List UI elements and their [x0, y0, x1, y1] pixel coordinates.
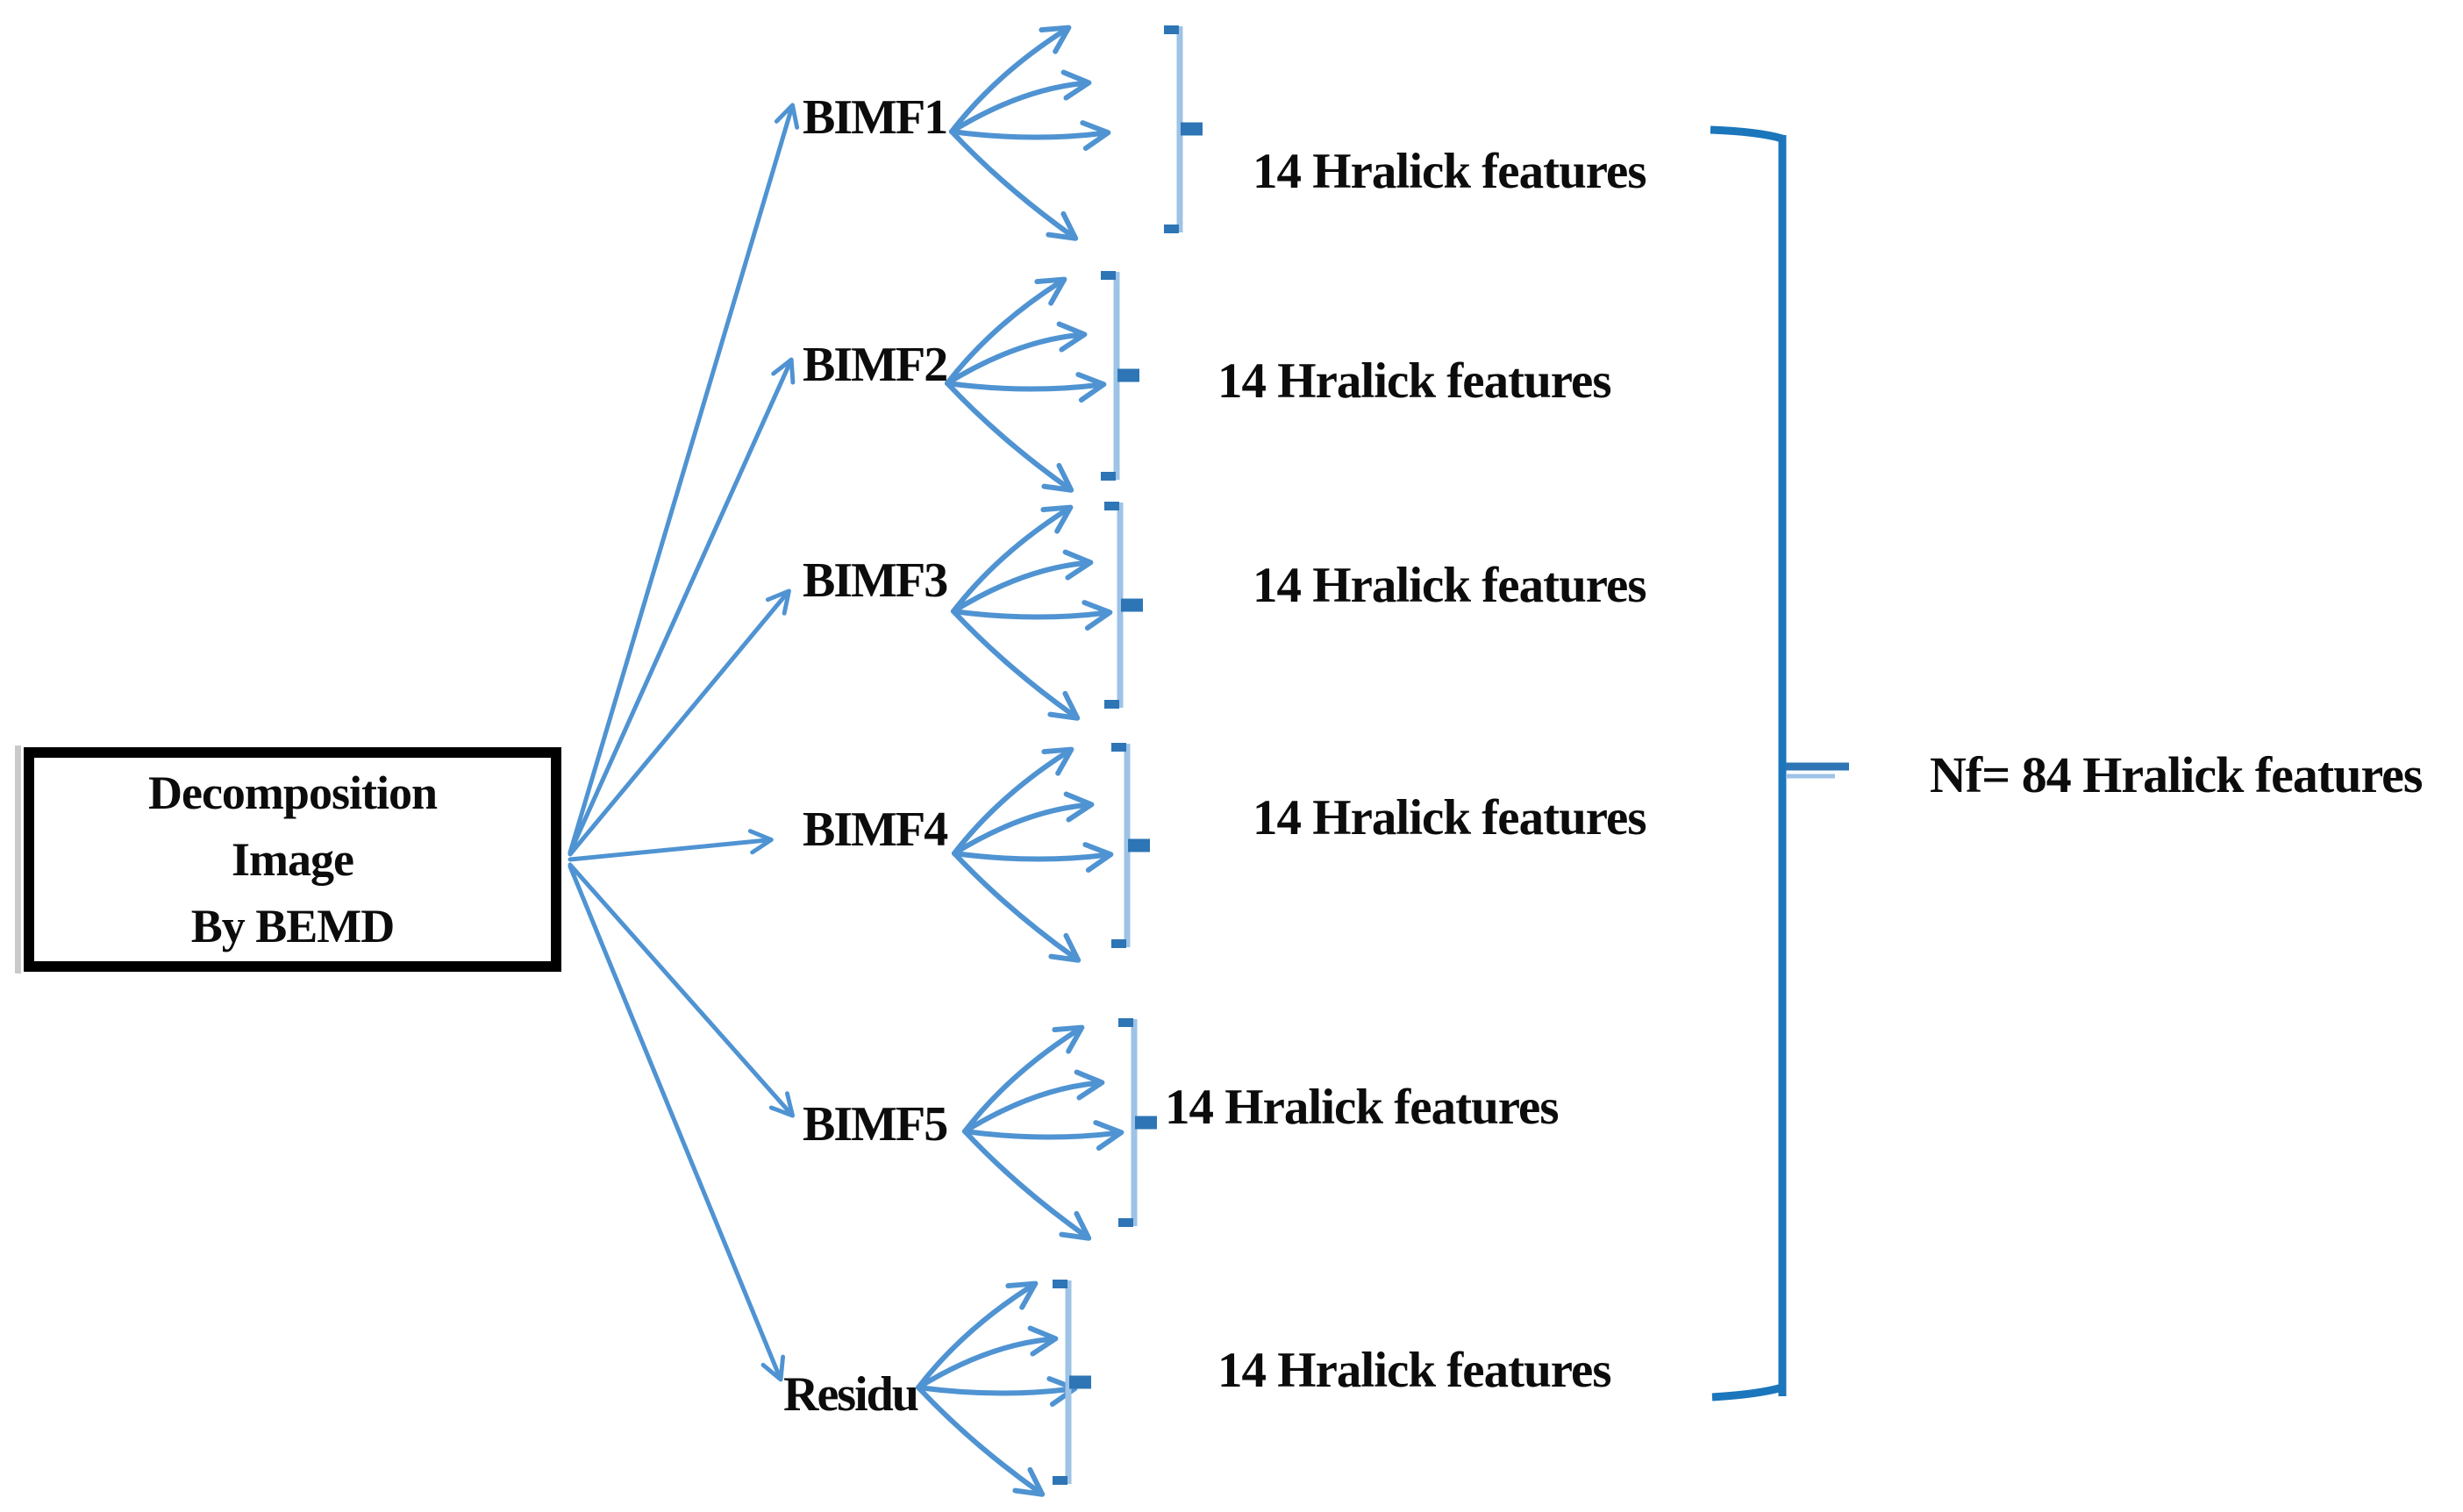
- node-label-bimf4: BIMF4: [803, 802, 948, 857]
- fan-bimf3: [951, 504, 1113, 721]
- fan-bimf5: [962, 1024, 1124, 1241]
- node-label-bimf5: BIMF5: [803, 1097, 948, 1152]
- fan-bimf4: [952, 746, 1114, 963]
- fan-residu: [916, 1280, 1078, 1497]
- fan-bimf1: [949, 25, 1111, 241]
- fan-arrow-icon: [945, 372, 1107, 403]
- bracket-bimf2: [1101, 271, 1139, 481]
- fan-arrow-icon: [916, 1385, 1046, 1497]
- fan-arrow-icon: [949, 120, 1111, 151]
- feature-count-residu: 14 Hralick features: [1217, 1343, 1612, 1398]
- arrow-to-bimf1-icon: [568, 103, 800, 855]
- fan-arrow-icon: [951, 549, 1094, 614]
- decomposition-box-line1: Decomposition: [148, 767, 438, 819]
- arrow-to-bimf5-icon: [568, 862, 796, 1118]
- arrow-to-bimf4-icon: [568, 829, 774, 862]
- fan-arrow-icon: [962, 1069, 1105, 1134]
- fan-arrow-icon: [951, 609, 1081, 721]
- fan-bimf2: [945, 276, 1107, 493]
- bracket-bimf3: [1104, 502, 1143, 709]
- total-feature-count: Nf= 84 Hralick features: [1930, 746, 2423, 803]
- fan-arrow-icon: [916, 1376, 1078, 1407]
- feature-count-bimf3: 14 Hralick features: [1253, 558, 1647, 613]
- decomposition-box-line2: Image: [232, 833, 354, 886]
- fan-arrow-icon: [952, 851, 1082, 963]
- feature-count-bimf5: 14 Hralick features: [1165, 1080, 1560, 1135]
- fan-arrow-icon: [962, 1129, 1092, 1241]
- bracket-residu: [1053, 1280, 1091, 1485]
- bracket-bimf1: [1164, 25, 1203, 233]
- feature-count-bimf1: 14 Hralick features: [1253, 144, 1647, 199]
- fan-arrow-icon: [952, 842, 1114, 873]
- fan-arrow-icon: [962, 1024, 1085, 1134]
- decomposition-box-line3: By BEMD: [190, 900, 396, 952]
- bracket-bimf5: [1118, 1018, 1157, 1227]
- fan-arrow-icon: [949, 69, 1092, 134]
- bracket-bimf4: [1111, 743, 1150, 948]
- arrow-to-bimf2-icon: [568, 357, 796, 855]
- node-label-bimf2: BIMF2: [803, 338, 948, 392]
- fan-arrow-icon: [952, 746, 1074, 856]
- fan-arrow-icon: [945, 321, 1088, 386]
- arrow-to-bimf3-icon: [568, 588, 791, 857]
- feature-count-bimf2: 14 Hralick features: [1217, 353, 1612, 409]
- fan-arrow-icon: [951, 504, 1074, 614]
- node-label-bimf1: BIMF1: [803, 90, 948, 145]
- grand-bracket: [1710, 125, 1849, 1401]
- fan-arrow-icon: [916, 1325, 1059, 1390]
- feature-count-bimf4: 14 Hralick features: [1253, 790, 1647, 845]
- fan-arrow-icon: [945, 276, 1067, 386]
- arrow-to-residu-icon: [568, 864, 786, 1382]
- fan-arrow-icon: [952, 791, 1095, 856]
- fan-arrow-icon: [949, 25, 1072, 134]
- box-fan-arrows: [568, 103, 800, 1382]
- fan-arrow-icon: [951, 600, 1113, 631]
- fan-arrow-icon: [949, 129, 1079, 241]
- node-label-residu: Residu: [783, 1367, 919, 1422]
- fan-arrow-icon: [916, 1280, 1039, 1390]
- fan-arrow-icon: [945, 381, 1074, 493]
- fan-arrow-icon: [962, 1120, 1124, 1151]
- node-label-bimf3: BIMF3: [803, 553, 948, 608]
- decomposition-box: Decomposition Image By BEMD: [15, 745, 561, 974]
